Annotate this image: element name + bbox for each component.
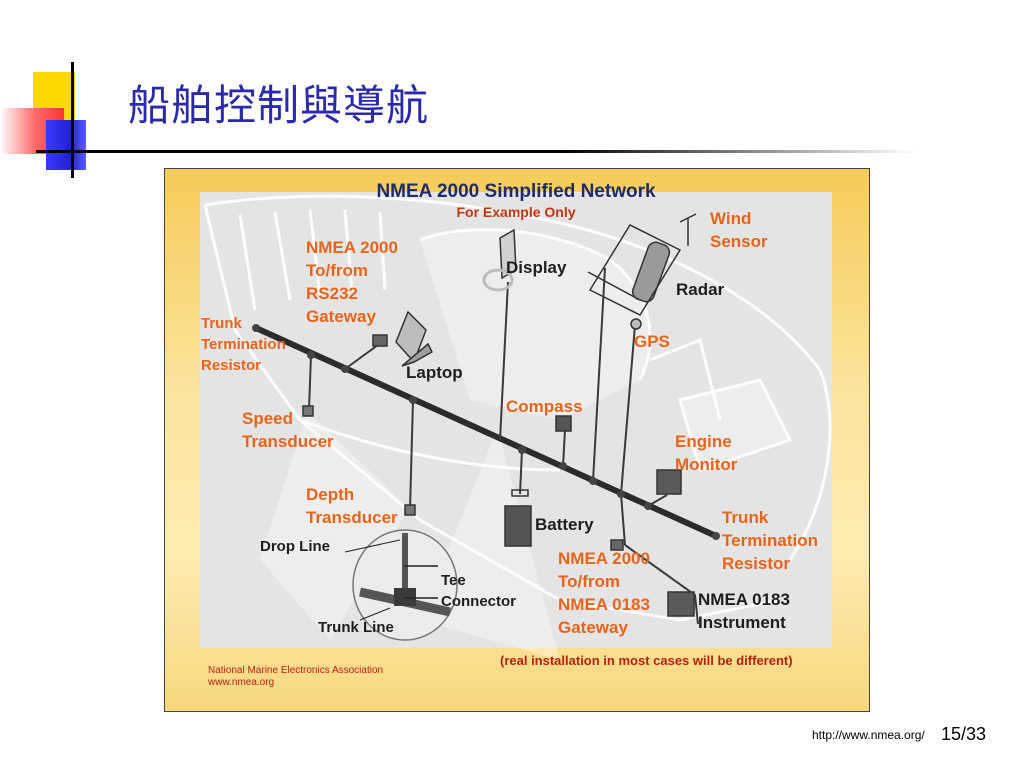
label-engine-monitor: Engine Monitor	[675, 432, 738, 474]
battery-terminal	[511, 489, 529, 497]
label-wind-sensor: Wind Sensor	[710, 209, 768, 251]
organization-credit: National Marine Electronics Association …	[208, 665, 384, 688]
label-0183-gateway: NMEA 2000 To/from NMEA 0183 Gateway	[558, 549, 650, 637]
page-number: 15/33	[941, 724, 987, 744]
label-gps: GPS	[634, 332, 670, 351]
tee-connectors	[252, 324, 720, 540]
title-underline	[36, 150, 916, 153]
trunk-line	[253, 325, 719, 539]
title-deco-vertical-line	[71, 62, 74, 178]
gps-antenna	[630, 318, 642, 330]
tee-detail-inset	[344, 529, 458, 641]
engine-monitor-device	[656, 469, 682, 495]
label-trunk-termination-left: Trunk Termination Resistor	[201, 315, 286, 374]
label-trunk-line: Trunk Line	[318, 619, 394, 636]
label-radar: Radar	[676, 280, 725, 299]
device-icons	[302, 213, 697, 617]
label-rs232-gateway: NMEA 2000 To/from RS232 Gateway	[306, 238, 398, 326]
display-device	[499, 228, 517, 280]
compass-device	[555, 415, 572, 432]
label-tee-connector: Tee Connector	[441, 572, 516, 610]
label-laptop: Laptop	[406, 363, 463, 382]
footer-url: http://www.nmea.org/	[812, 728, 925, 742]
radar-arch	[588, 224, 682, 316]
speed-transducer-device	[302, 405, 314, 417]
rs232-gateway-box	[372, 334, 388, 347]
boat-shading	[420, 229, 790, 470]
gateway-0183-box	[610, 539, 624, 551]
radar-device	[631, 241, 671, 303]
label-depth-transducer: Depth Transducer	[306, 485, 398, 527]
label-speed-transducer: Speed Transducer	[242, 409, 334, 451]
label-trunk-termination-right: Trunk Termination Resistor	[722, 508, 819, 573]
label-display: Display	[506, 258, 567, 277]
diagram-title: NMEA 2000 Simplified Network	[376, 181, 656, 202]
diagram-subtitle: For Example Only	[456, 204, 576, 220]
slide-title: 船舶控制與導航	[128, 81, 430, 130]
boat-network-illustration	[203, 194, 832, 660]
label-compass: Compass	[506, 397, 583, 416]
label-0183-instrument: NMEA 0183 Instrument	[698, 590, 790, 632]
title-deco-blue-square	[46, 120, 86, 170]
laptop-screen	[395, 310, 427, 364]
diagram-disclaimer-note: (real installation in most cases will be…	[500, 653, 793, 668]
steering-wheel	[482, 268, 514, 292]
instrument-0183-device	[667, 591, 695, 617]
depth-transducer-device	[404, 504, 416, 516]
label-drop-line: Drop Line	[260, 538, 330, 555]
battery-device	[504, 505, 532, 547]
label-battery: Battery	[535, 515, 594, 534]
laptop-keyboard	[401, 342, 433, 367]
